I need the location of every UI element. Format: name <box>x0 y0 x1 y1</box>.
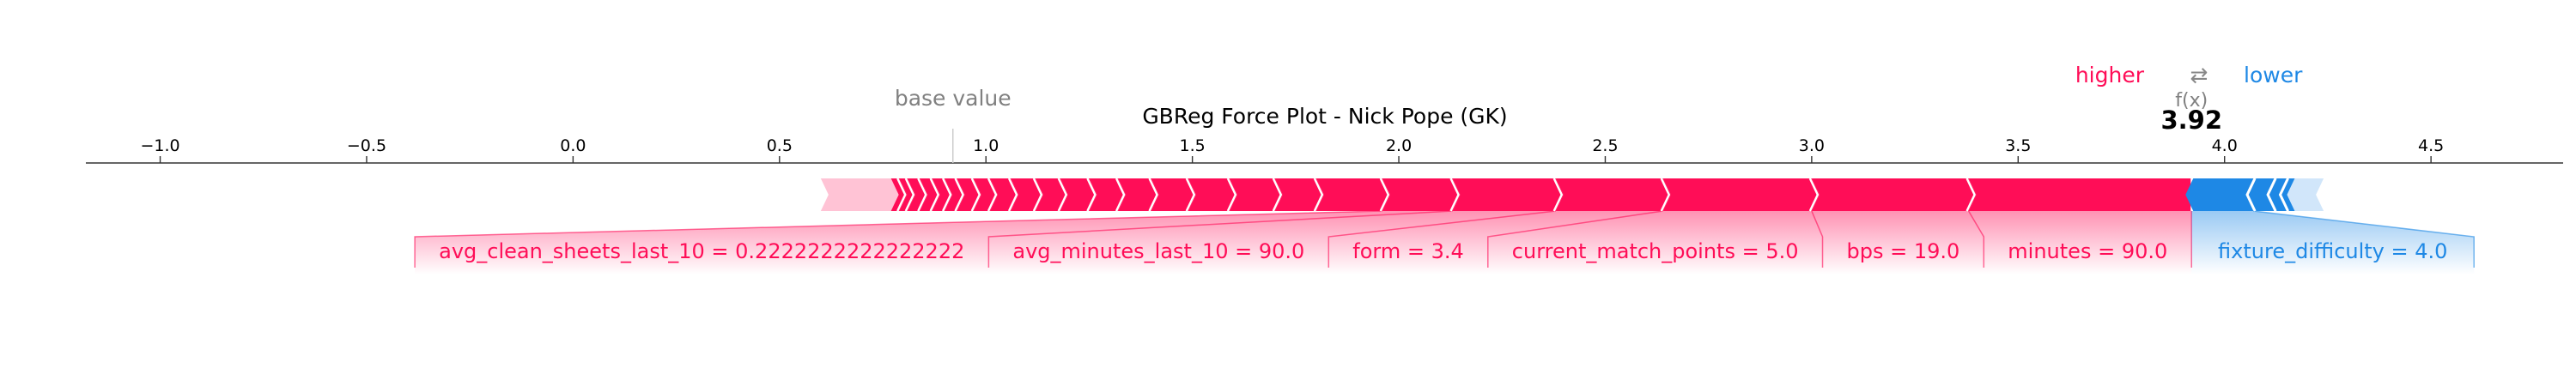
positive-feature-bar <box>1151 178 1196 211</box>
fx-value: 3.92 <box>2160 106 2222 135</box>
x-tick-label: 1.0 <box>973 136 999 155</box>
x-tick-label: 2.5 <box>1592 136 1618 155</box>
x-tick-label: 0.5 <box>767 136 793 155</box>
bar-separator <box>1057 178 1068 212</box>
label-connector <box>1487 211 1823 274</box>
chart-title: GBReg Force Plot - Nick Pope (GK) <box>1142 104 1507 129</box>
feature-bars <box>820 178 2324 212</box>
bar-separator <box>1185 178 1196 212</box>
base-value-label: base value <box>895 86 1012 111</box>
positive-feature-bar <box>1452 178 1564 211</box>
label-connector-line <box>2253 210 2475 268</box>
x-tick-label: 2.0 <box>1386 136 1412 155</box>
x-tick-label: 4.5 <box>2418 136 2444 155</box>
bar-separator <box>1965 178 1976 212</box>
x-axis: −1.0 −0.5 0.0 0.5 1.0 1.5 2.0 2.5 3.0 3.5 4.0 4.5 <box>86 129 2563 164</box>
bar-separator <box>970 178 981 212</box>
bar-separator <box>929 178 940 212</box>
positive-feature-bar <box>990 178 1019 211</box>
legend-higher-label: higher <box>2075 63 2145 87</box>
label-connector <box>415 211 1453 274</box>
positive-feature-bar <box>1662 178 1820 211</box>
negative-feature-bar <box>2185 178 2254 211</box>
feature-label: avg_clean_sheets_last_10 = 0.22222222222… <box>439 239 964 263</box>
bar-separator <box>987 178 998 212</box>
feature-label: fixture_difficulty = 4.0 <box>2218 239 2447 263</box>
bar-separator <box>1007 178 1018 212</box>
label-connector <box>1328 211 1663 274</box>
bar-separator <box>1272 178 1283 212</box>
positive-feature-bar <box>890 178 908 211</box>
bar-separator <box>1552 178 1564 212</box>
positive-feature-bar <box>899 178 915 211</box>
label-connector <box>988 211 1556 274</box>
bar-separator <box>1226 178 1237 212</box>
bar-separator <box>917 178 927 212</box>
bar-separator <box>2267 178 2277 212</box>
x-tick-label: −1.0 <box>140 136 179 155</box>
x-tick-label: 0.0 <box>560 136 586 155</box>
bar-separator <box>1808 178 1820 212</box>
positive-feature-bar <box>1555 178 1671 211</box>
positive-feature-bar <box>1035 178 1068 211</box>
legend-arrow-icon: ⇄ <box>2190 63 2208 87</box>
feature-label: avg_minutes_last_10 = 90.0 <box>1012 239 1304 263</box>
bar-separator <box>1086 178 1097 212</box>
negative-feature-bar <box>2280 178 2295 211</box>
positive-feature-bar <box>1118 178 1159 211</box>
positive-feature-bar <box>1060 178 1097 211</box>
positive-feature-bar <box>1089 178 1127 211</box>
label-connectors <box>414 210 2475 274</box>
label-connector-line <box>414 210 1382 268</box>
feature-label: bps = 19.0 <box>1847 239 1960 263</box>
bar-separator <box>1032 178 1043 212</box>
feature-label: minutes = 90.0 <box>2008 239 2167 263</box>
x-tick-label: 1.5 <box>1180 136 1206 155</box>
positive-feature-bar <box>1315 178 1390 211</box>
x-tick-label: 4.0 <box>2212 136 2238 155</box>
bar-separator <box>1379 178 1390 212</box>
label-connector <box>1811 211 1984 274</box>
feature-label: form = 3.4 <box>1352 239 1464 263</box>
x-tick-label: 3.0 <box>1799 136 1825 155</box>
positive-feature-bar <box>1229 178 1283 211</box>
bar-separator <box>942 178 952 212</box>
x-tick-label: 3.5 <box>2005 136 2031 155</box>
label-connector <box>2191 211 2475 274</box>
bar-separator <box>2245 178 2257 212</box>
bar-separator <box>1115 178 1126 212</box>
positive-feature-bar <box>1011 178 1043 211</box>
legend-lower-label: lower <box>2244 63 2303 87</box>
bar-separator <box>896 178 907 212</box>
bar-separator <box>2279 178 2289 212</box>
positive-feature-bar <box>1274 178 1324 211</box>
feature-label: current_match_points = 5.0 <box>1512 239 1799 263</box>
positive-feature-bar <box>1382 178 1461 211</box>
bar-separator <box>1660 178 1671 212</box>
legend: higher lower ⇄ <box>2075 63 2303 87</box>
x-tick-label: −0.5 <box>347 136 386 155</box>
negative-tail <box>2287 178 2324 211</box>
bar-separator <box>1148 178 1158 212</box>
bar-separator <box>954 178 964 212</box>
bar-separator <box>1313 178 1324 212</box>
bar-separator <box>904 178 915 212</box>
positive-feature-bar <box>1811 178 1977 211</box>
negative-feature-bar <box>2247 178 2275 211</box>
positive-feature-bar <box>1968 178 2200 211</box>
bar-separator <box>1449 178 1460 212</box>
fx-label: f(x) <box>2175 90 2208 112</box>
positive-feature-bar <box>1188 178 1237 211</box>
positive-tail <box>820 178 899 211</box>
label-connector <box>1968 211 2192 274</box>
feature-labels: minutes = 90.0 bps = 19.0 current_match_po… <box>439 239 2447 263</box>
